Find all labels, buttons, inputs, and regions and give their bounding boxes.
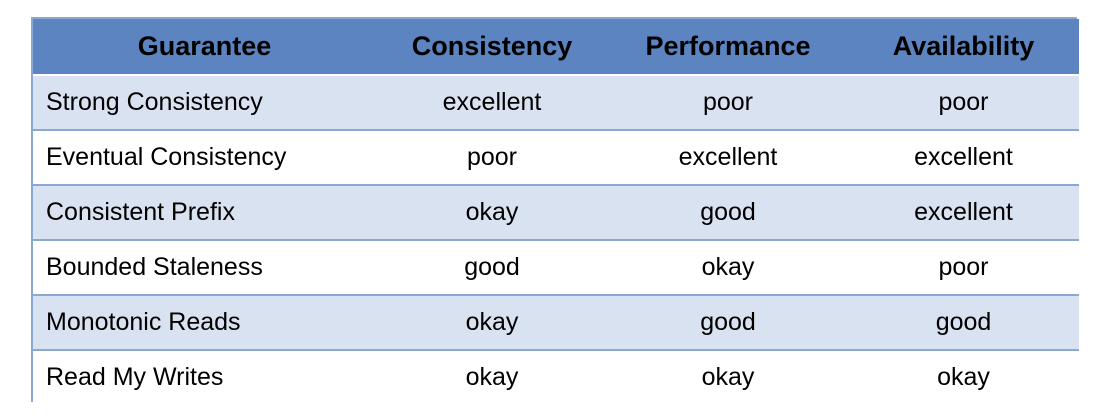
guarantee-table: Guarantee Consistency Performance Availa…: [33, 19, 1079, 404]
row-availability: okay: [848, 350, 1079, 404]
row-performance: poor: [608, 75, 848, 131]
row-performance: good: [608, 295, 848, 351]
header-availability: Availability: [848, 19, 1079, 76]
row-performance: okay: [608, 240, 848, 296]
row-guarantee: Read My Writes: [33, 350, 376, 404]
row-consistency: good: [376, 240, 608, 296]
row-guarantee: Consistent Prefix: [33, 185, 376, 241]
table-row: Consistent Prefix okay good excellent: [33, 185, 1079, 241]
table-row: Monotonic Reads okay good good: [33, 295, 1079, 351]
row-consistency: excellent: [376, 75, 608, 131]
row-availability: excellent: [848, 185, 1079, 241]
header-consistency: Consistency: [376, 19, 608, 76]
header-row: Guarantee Consistency Performance Availa…: [33, 19, 1079, 76]
row-guarantee: Monotonic Reads: [33, 295, 376, 351]
table-header: Guarantee Consistency Performance Availa…: [33, 19, 1079, 76]
row-consistency: okay: [376, 295, 608, 351]
row-consistency: okay: [376, 350, 608, 404]
row-performance: good: [608, 185, 848, 241]
comparison-table: Guarantee Consistency Performance Availa…: [31, 17, 1079, 404]
table-body: Strong Consistency excellent poor poor E…: [33, 75, 1079, 404]
row-availability: poor: [848, 240, 1079, 296]
row-guarantee: Strong Consistency: [33, 75, 376, 131]
table-row: Eventual Consistency poor excellent exce…: [33, 130, 1079, 186]
row-guarantee: Eventual Consistency: [33, 130, 376, 186]
table-row: Read My Writes okay okay okay: [33, 350, 1079, 404]
table-row: Strong Consistency excellent poor poor: [33, 75, 1079, 131]
row-consistency: okay: [376, 185, 608, 241]
row-guarantee: Bounded Staleness: [33, 240, 376, 296]
table-row: Bounded Staleness good okay poor: [33, 240, 1079, 296]
row-consistency: poor: [376, 130, 608, 186]
row-availability: excellent: [848, 130, 1079, 186]
row-performance: excellent: [608, 130, 848, 186]
row-availability: poor: [848, 75, 1079, 131]
row-availability: good: [848, 295, 1079, 351]
header-guarantee: Guarantee: [33, 19, 376, 76]
row-performance: okay: [608, 350, 848, 404]
header-performance: Performance: [608, 19, 848, 76]
